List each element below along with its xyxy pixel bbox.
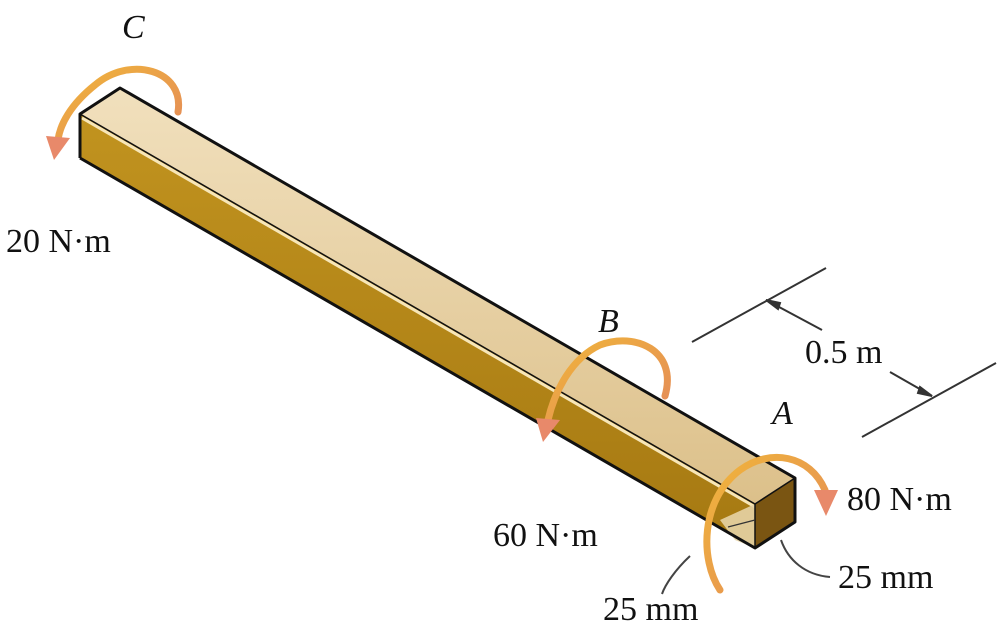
label-point-c: C	[122, 9, 145, 46]
arrowhead-icon	[536, 418, 560, 442]
dimension-0-5m	[691, 267, 997, 438]
label-height: 25 mm	[603, 591, 698, 628]
label-width: 25 mm	[838, 559, 933, 596]
torque-arrow-b	[536, 337, 671, 442]
torque-arrow-c	[46, 65, 183, 160]
torque-arrow-a	[703, 453, 838, 594]
beam-side-face	[80, 114, 755, 548]
label-torque-b: 60 N·m	[493, 517, 598, 554]
arrowhead-icon	[46, 136, 70, 160]
beam-end-face	[755, 478, 795, 548]
label-torque-c: 20 N·m	[6, 223, 111, 260]
arrowhead-icon	[814, 490, 838, 516]
beam-top-face	[80, 88, 795, 504]
label-point-b: B	[598, 303, 619, 340]
label-point-a: A	[770, 395, 793, 432]
label-torque-a: 80 N·m	[847, 481, 952, 518]
beam	[78, 86, 797, 550]
label-length: 0.5 m	[805, 334, 882, 371]
leader-lines	[661, 539, 831, 595]
